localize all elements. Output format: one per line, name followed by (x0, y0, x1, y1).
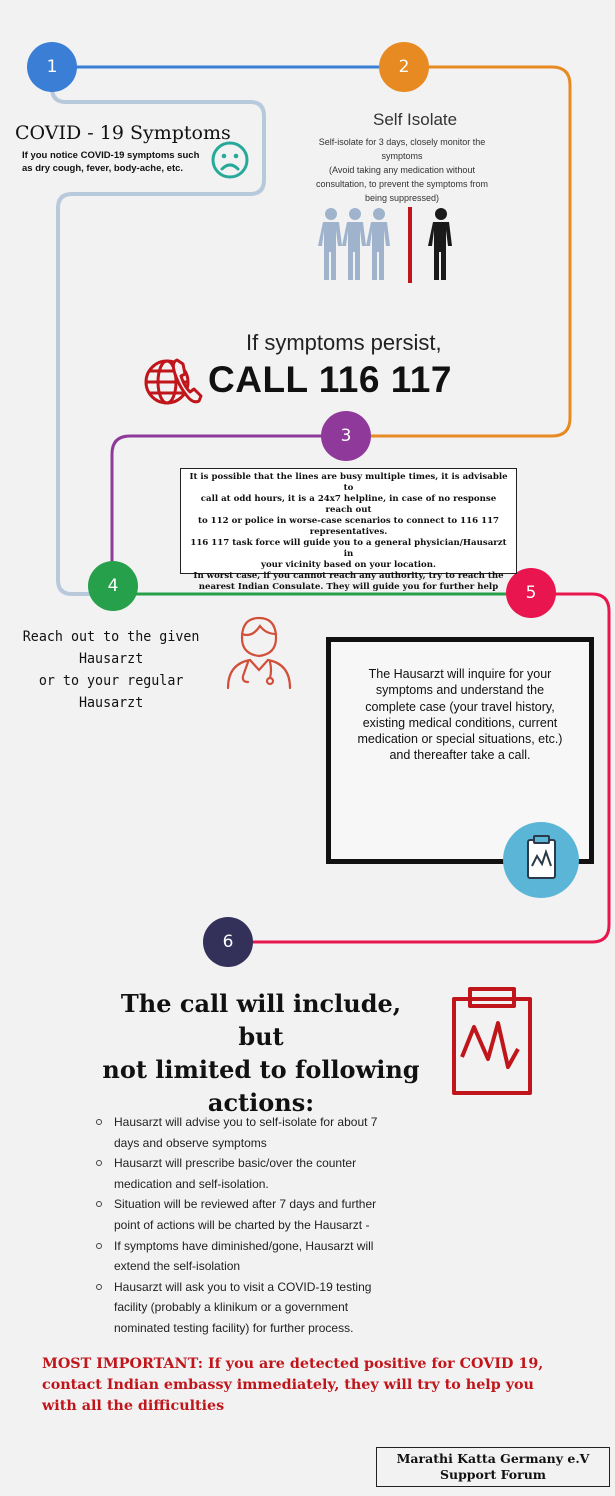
list-item-line: Hausarzt will advise you to self-isolate… (114, 1115, 378, 1129)
step-3-text-line: your vicinity based on your location. (260, 560, 437, 570)
list-item: If symptoms have diminished/gone, Hausar… (96, 1236, 424, 1277)
step-5-text: The Hausarzt will inquire for your sympt… (357, 667, 563, 763)
important-line: contact Indian embassy immediately, they… (42, 1377, 534, 1393)
footer-line: Support Forum (439, 1467, 547, 1482)
step-3-number: 3 (340, 426, 352, 446)
step-3-text-line: nearest Indian Consulate. They will guid… (198, 582, 499, 592)
step-4-text-line: or to your regular Hausarzt (38, 673, 184, 711)
step-6-heading-line: not limited to following (102, 1055, 420, 1084)
step-2-number: 2 (398, 57, 410, 77)
people-isolation-icon (318, 207, 452, 283)
list-item: Hausarzt will prescribe basic/over the c… (96, 1153, 424, 1194)
doctor-icon (226, 616, 292, 690)
symptoms-title: COVID - 19 Symptoms (15, 122, 231, 144)
list-item-line: days and observe symptoms (114, 1135, 267, 1150)
step-5-info-box: The Hausarzt will inquire for your sympt… (326, 637, 594, 864)
isolate-text-line: symptoms (381, 151, 423, 161)
step-6-heading-line: The call will include, but (120, 989, 402, 1051)
step-2-circle: 2 (379, 42, 429, 92)
step-1-circle: 1 (27, 42, 77, 92)
step-3-text-line: call at odd hours, it is a 24x7 helpline… (200, 494, 497, 515)
isolate-title: Self Isolate (373, 110, 458, 129)
important-line: MOST IMPORTANT: If you are detected posi… (42, 1356, 544, 1372)
call-number-text: CALL 116 117 (208, 359, 452, 400)
list-item-line: nominated testing facility) for further … (114, 1320, 354, 1335)
step-3-circle: 3 (321, 411, 371, 461)
isolate-text-line: consultation, to prevent the symptoms fr… (315, 179, 489, 189)
sad-face-icon (211, 141, 249, 179)
step-6-heading: The call will include, but not limited t… (96, 987, 426, 1119)
symptoms-text-line: as dry cough, fever, body-ache, etc. (22, 163, 184, 174)
list-item: Hausarzt will advise you to self-isolate… (96, 1112, 424, 1153)
list-item-line: Hausarzt will prescribe basic/over the c… (114, 1156, 357, 1171)
step-4-number: 4 (107, 576, 119, 596)
step-6-heading-line: actions: (207, 1088, 315, 1117)
symptoms-persist-text: If symptoms persist, (246, 330, 442, 355)
actions-list: Hausarzt will advise you to self-isolate… (96, 1112, 424, 1339)
step-4-circle: 4 (88, 561, 138, 611)
footer-credit-box: Marathi Katta Germany e.V Support Forum (376, 1447, 610, 1487)
isolate-text: Self-isolate for 3 days, closely monitor… (292, 135, 512, 205)
step-1-number: 1 (46, 57, 58, 77)
isolate-text-line: (Avoid taking any medication without (329, 165, 475, 175)
list-item-line: extend the self-isolation (114, 1259, 241, 1274)
isolate-text-line: being suppressed) (364, 193, 440, 203)
list-item-line: point of actions will be charted by the … (114, 1217, 370, 1232)
list-item-line: medication and self-isolation. (114, 1176, 269, 1191)
list-item-line: Situation will be reviewed after 7 days … (114, 1197, 377, 1212)
clipboard-heartbeat-icon (452, 987, 532, 1095)
most-important-notice: MOST IMPORTANT: If you are detected posi… (42, 1354, 612, 1417)
step-3-text-line: representatives. (309, 527, 388, 537)
list-item-line: facility (probably a klinikum or a gover… (114, 1300, 349, 1315)
step-4-text-line: Reach out to the given Hausarzt (22, 629, 200, 667)
symptoms-text-line: If you notice COVID-19 symptoms such (22, 150, 200, 161)
list-item: Situation will be reviewed after 7 days … (96, 1194, 424, 1235)
step-6-number: 6 (222, 932, 234, 952)
step-5-circle: 5 (506, 568, 556, 618)
list-item-line: Hausarzt will ask you to visit a COVID-1… (114, 1279, 372, 1294)
list-item-line: If symptoms have diminished/gone, Hausar… (114, 1238, 374, 1253)
step-3-text-line: 116 117 task force will guide you to a g… (190, 538, 507, 559)
important-line: with all the difficulties (42, 1398, 225, 1414)
step-3-text-line: It is possible that the lines are busy m… (189, 472, 508, 493)
footer-line: Marathi Katta Germany e.V (396, 1451, 590, 1466)
list-item: Hausarzt will ask you to visit a COVID-1… (96, 1277, 424, 1339)
step-3-text-line: In worst case, if you cannot reach any a… (193, 571, 504, 581)
step-6-circle: 6 (203, 917, 253, 967)
isolate-text-line: Self-isolate for 3 days, closely monitor… (318, 137, 486, 147)
step-4-text: Reach out to the given Hausarzt or to yo… (9, 626, 213, 714)
phone-icon (144, 358, 203, 405)
step-3-info-box: It is possible that the lines are busy m… (180, 468, 517, 592)
step-5-number: 5 (525, 583, 537, 603)
clipboard-chart-icon (503, 822, 579, 898)
symptoms-text: If you notice COVID-19 symptoms such as … (22, 149, 199, 175)
step-3-text-line: to 112 or police in worse-case scenarios… (197, 516, 500, 526)
